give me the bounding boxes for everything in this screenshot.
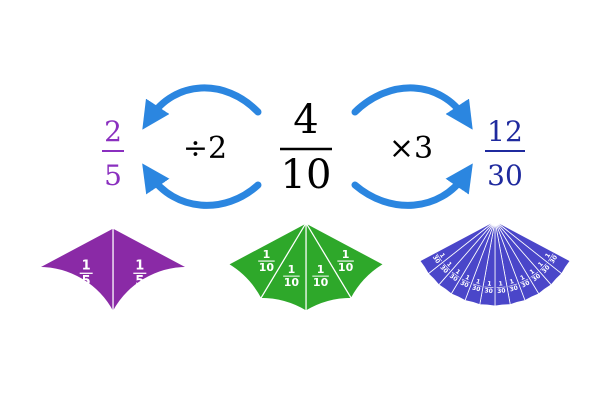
- sector-label-denominator: 5: [135, 274, 144, 289]
- sector-label: 130: [529, 268, 542, 284]
- sector-label-bar: [519, 278, 529, 284]
- sector-label-bar: [436, 253, 442, 262]
- sector-label-numerator: 1: [529, 268, 537, 276]
- sector-label-numerator: 1: [342, 248, 350, 261]
- left-upper-arrow: [142, 84, 262, 130]
- sector-label-numerator: 1: [288, 263, 296, 276]
- sector-label-denominator: 30: [431, 254, 441, 265]
- sector-label: 130: [431, 252, 446, 265]
- sector-label: 110: [312, 263, 329, 289]
- sector-label-numerator: 1: [498, 280, 503, 287]
- sector-label-denominator: 5: [82, 274, 91, 289]
- center-fraction: 4 10: [280, 97, 332, 198]
- sector-label-denominator: 30: [509, 284, 519, 293]
- sector-label-numerator: 1: [135, 258, 144, 273]
- right-numerator: 12: [487, 115, 523, 148]
- sector-label-bar: [530, 271, 539, 278]
- sector-label-denominator: 10: [259, 261, 275, 274]
- sector-label-denominator: 10: [284, 276, 300, 289]
- sector-label-numerator: 1: [317, 263, 325, 276]
- sector-label: 130: [537, 261, 552, 275]
- sector-label-denominator: 30: [520, 279, 531, 289]
- sector-label: 130: [508, 278, 519, 293]
- sector-label: 130: [519, 274, 531, 290]
- left-denominator: 5: [104, 159, 122, 192]
- sector-label-denominator: 10: [338, 261, 354, 274]
- sector-label-denominator: 30: [497, 287, 506, 295]
- left-numerator: 2: [104, 115, 122, 148]
- sector-label-denominator: 30: [484, 287, 493, 295]
- sector-label-numerator: 1: [537, 261, 545, 269]
- right-denominator: 30: [487, 159, 523, 192]
- sector-label-bar: [539, 263, 547, 271]
- right-lower-arrow: [351, 163, 473, 209]
- fan-sector: [38, 227, 114, 313]
- sector-label-numerator: 1: [454, 268, 462, 276]
- sector-label-denominator: 30: [541, 264, 552, 275]
- sector-label-denominator: 30: [459, 279, 470, 289]
- sector-label: 110: [337, 248, 354, 274]
- center-numerator: 4: [293, 97, 318, 143]
- sector-label-numerator: 1: [487, 280, 492, 287]
- sector-label-denominator: 30: [448, 273, 459, 284]
- sector-label: 15: [133, 258, 147, 289]
- sector-label: 15: [79, 258, 93, 289]
- sector-label: 110: [283, 263, 300, 289]
- fan-sector: [419, 220, 496, 275]
- sector-label: 130: [484, 280, 494, 295]
- left-fraction: 2 5: [102, 115, 124, 192]
- sector-label: 130: [471, 278, 482, 293]
- sector-label-denominator: 30: [549, 254, 559, 265]
- sector-label-denominator: 30: [438, 264, 449, 275]
- fan-sector: [112, 227, 188, 313]
- sector-label-numerator: 1: [263, 248, 271, 261]
- sector-label-denominator: 30: [531, 273, 542, 284]
- sector-label-bar: [508, 283, 518, 287]
- sector-label-denominator: 10: [313, 276, 329, 289]
- divide-operation: ÷2: [183, 131, 227, 166]
- sector-label-numerator: 1: [475, 278, 481, 286]
- sector-label: 130: [544, 252, 559, 265]
- sector-label-bar: [484, 286, 494, 289]
- right-fraction: 12 30: [485, 115, 525, 192]
- sector-label: 130: [438, 261, 453, 275]
- sector-label: 130: [459, 274, 471, 290]
- sector-label-numerator: 1: [509, 278, 515, 286]
- sector-label-bar: [472, 283, 482, 287]
- sector-label-bar: [548, 253, 554, 262]
- sector-label-bar: [461, 278, 471, 284]
- sector-label-bar: [443, 263, 451, 271]
- arrows: [142, 84, 473, 209]
- left-lower-arrow: [142, 163, 262, 209]
- sector-label-denominator: 30: [471, 284, 481, 293]
- sector-label-numerator: 1: [438, 252, 446, 259]
- sector-label-numerator: 1: [82, 258, 91, 273]
- sector-label-bar: [496, 286, 506, 289]
- sector-label-numerator: 1: [519, 274, 526, 282]
- sector-label-numerator: 1: [445, 261, 453, 269]
- sector-label-numerator: 1: [544, 252, 552, 259]
- sector-label: 130: [496, 280, 506, 295]
- right-upper-arrow: [351, 84, 473, 130]
- sector-label-numerator: 1: [464, 274, 471, 282]
- center-denominator: 10: [281, 152, 332, 198]
- multiply-operation: ×3: [389, 131, 433, 166]
- sector-label: 130: [448, 268, 462, 284]
- sector-label: 110: [258, 248, 275, 274]
- sector-label-bar: [451, 271, 460, 278]
